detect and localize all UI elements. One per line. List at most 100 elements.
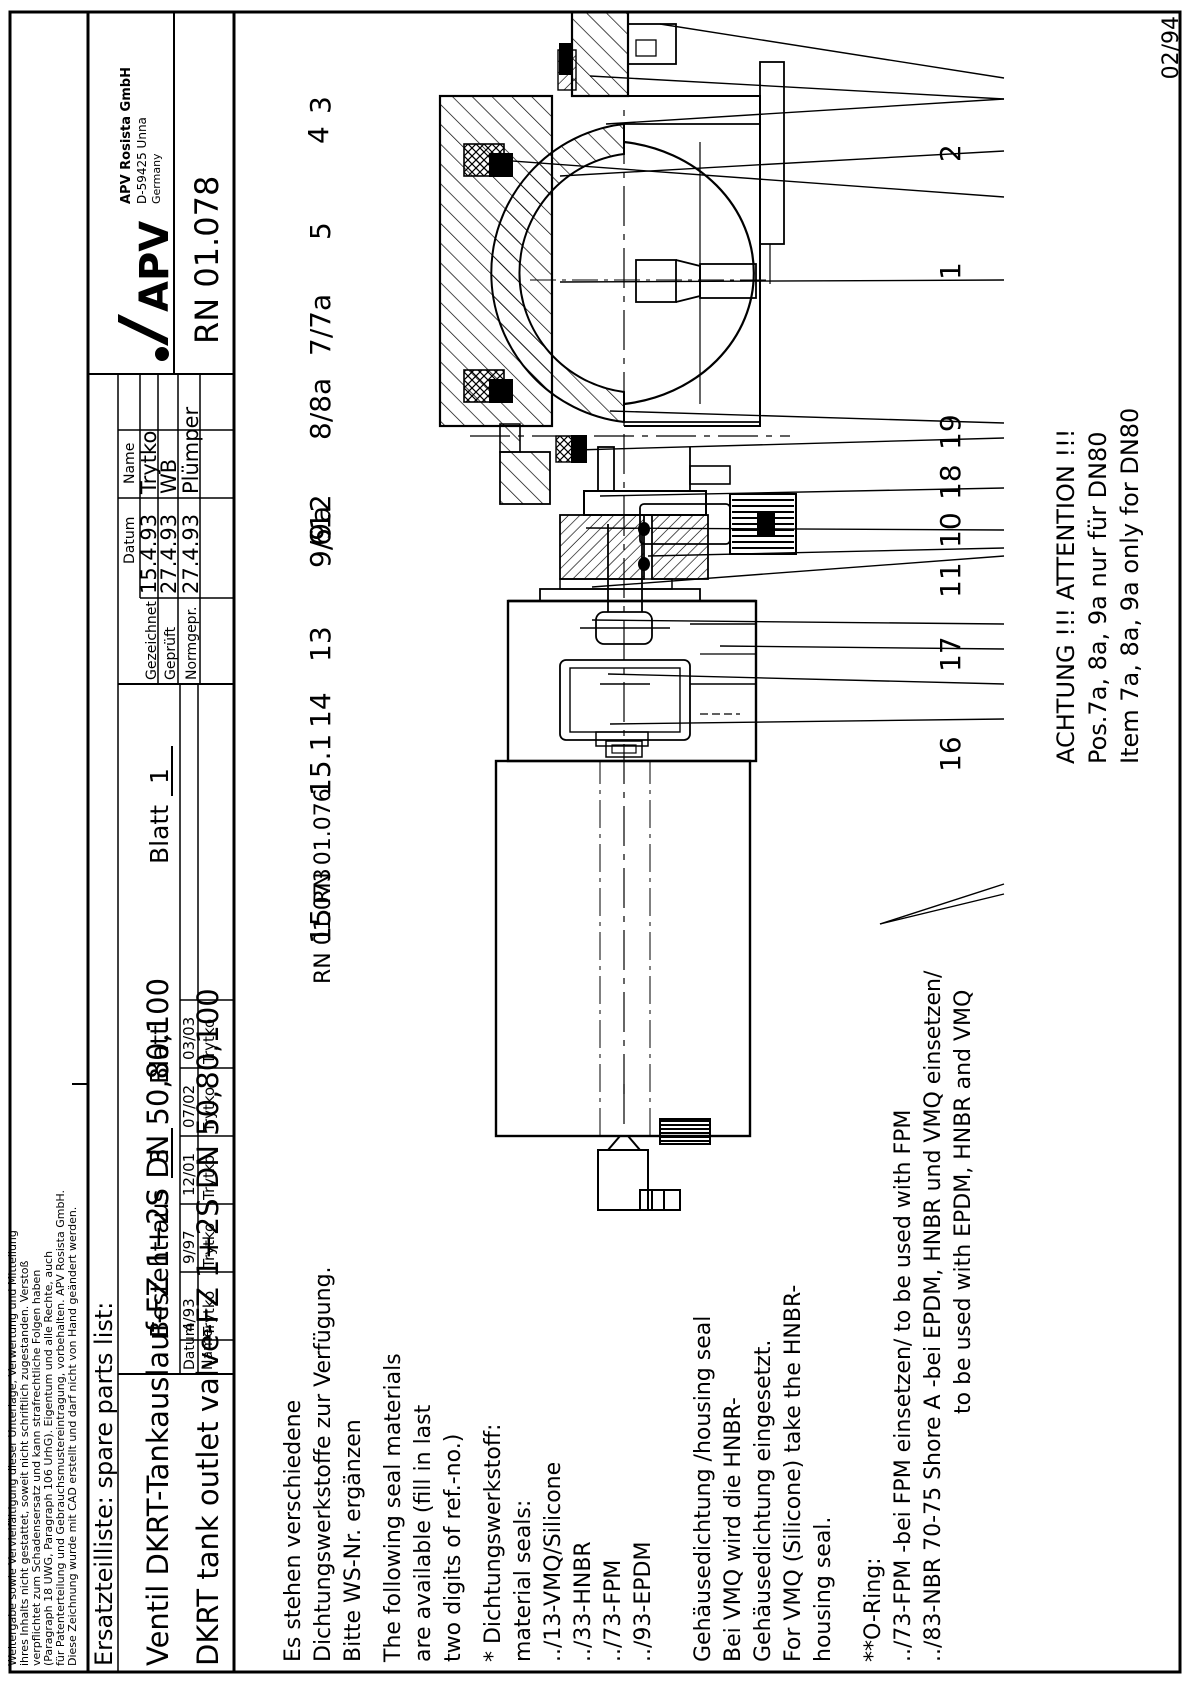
valve-cross-section <box>438 10 797 1211</box>
callout-label: 14 <box>304 692 337 728</box>
besteht-aus-label: Besteht aus <box>145 1189 174 1338</box>
callout-label: 19 <box>934 414 967 450</box>
company-country: Germany <box>150 153 163 204</box>
callout-label: 15.1 <box>304 734 337 796</box>
callout-label: 3 <box>304 96 337 114</box>
note-line: **O-Ring: <box>861 1557 886 1662</box>
sheet-frame <box>8 10 1182 1674</box>
callout-label: 12 <box>304 494 337 530</box>
rev-date: 12/01 <box>180 1153 198 1196</box>
callout-label: 9/9a <box>304 506 337 568</box>
legal-line: verpflichtet zum Schadensersatz und kann… <box>30 1270 43 1666</box>
legal-line: Weitergabe sowie Vervielfältigung dieser… <box>6 1230 19 1666</box>
callout-numbers: 3 4 2 5 1 7/7a 8/8a 9/9a 19 6 18 10 12 1… <box>302 96 967 944</box>
approval-date: 27.4.93 <box>179 514 203 594</box>
sheet-code: 02/94 <box>1159 16 1184 79</box>
company-address: D-59425 Unna <box>135 117 149 204</box>
callout-label: 15 <box>304 908 337 944</box>
callout-leaders <box>497 23 1005 925</box>
title-de: Ventil DKRT-Tankauslauf-FZ 1+2S DN 50,80… <box>141 978 175 1666</box>
legal-line: für Patenterteilung und Gebrauchsmustere… <box>54 1190 67 1666</box>
note-line: Bei VMQ wird die HNBR- <box>721 1397 746 1662</box>
material-item: ../13-VMQ/Silicone <box>541 1462 566 1662</box>
attention-title: ACHTUNG !!! ATTENTION !!! <box>1052 429 1080 764</box>
blatt-label: Blatt <box>145 1025 174 1084</box>
connector-icon <box>597 1084 711 1211</box>
drawing-number: RN 01.078 <box>188 176 226 344</box>
rev-name-label: Name <box>200 1329 216 1370</box>
note-line: * Dichtungswerkstoff: <box>481 1424 506 1662</box>
callout-label: 10 <box>934 512 967 548</box>
material-item: ../73-FPM <box>601 1560 626 1662</box>
title-header: Ersatzteilliste: spare parts list: <box>90 1302 118 1666</box>
legal-notice: Weitergabe sowie Vervielfältigung dieser… <box>6 1190 79 1666</box>
approval-label: Gezeichnet <box>144 601 160 680</box>
rev-name: Trytko <box>200 1087 218 1133</box>
rev-name: Trytko <box>200 1223 218 1269</box>
callout-label: 7/7a <box>304 294 337 356</box>
approvals-table: Datum Name Gezeichnet 15.4.93 Trytko Gep… <box>122 406 203 680</box>
approval-name: Trytko <box>137 431 161 495</box>
sheet-number: 1 <box>145 768 174 784</box>
note-line: Gehäusedichtung /housing seal <box>691 1316 716 1662</box>
actuator-cylinder <box>494 759 752 1138</box>
apv-logo-icon <box>118 314 169 361</box>
lantern-housing <box>506 599 758 763</box>
attention-de: Pos.7a, 8a, 9a nur für DN80 <box>1084 431 1112 764</box>
note-line: Gehäusedichtung eingesetzt. <box>751 1340 776 1662</box>
note-line: The following seal materials <box>381 1353 406 1663</box>
note-line: For VMQ (Silicone) take the HNBR- <box>781 1285 806 1662</box>
rev-name: Trytko <box>200 1019 218 1065</box>
callout-label: 2 <box>934 144 967 162</box>
rev-date: 07/02 <box>180 1085 198 1128</box>
oring-line: ../83-NBR 70-75 Shore A -bei EPDM, HNBR … <box>921 970 946 1662</box>
approval-label: Normgepr. <box>184 607 200 681</box>
material-item: ../33-HNBR <box>571 1541 596 1662</box>
attention-en: Item 7a, 8a, 9a only for DN80 <box>1116 408 1144 764</box>
approval-date: 15.4.93 <box>137 514 161 594</box>
callout-label: 6 <box>304 528 337 546</box>
approval-datum-header: Datum <box>122 517 138 564</box>
legal-line: (Paragraph 18 UWG, Paragraph 106 UrhG). … <box>42 1251 55 1666</box>
revision-table: Datum Name 4/93 Trytko 9/97 Trytko 12/01… <box>180 1017 218 1370</box>
title-en: DKRT tank outlet valve-FZ 1+2S DN 50,80,… <box>191 988 225 1666</box>
rn-076-ref: RN 01.076 <box>311 788 336 904</box>
sheet-count: 3 <box>145 1148 174 1164</box>
legal-line: ihres Inhalts nicht gestattet, soweit ni… <box>18 1260 31 1666</box>
blatt-label: Blatt <box>145 805 174 864</box>
note-line: material seals: <box>511 1500 536 1662</box>
note-line: Dichtungswerkstoffe zur Verfügung. <box>311 1266 336 1662</box>
callout-label: 17 <box>934 636 967 672</box>
note-line: housing seal. <box>811 1517 836 1662</box>
approval-label: Geprüft <box>163 626 179 680</box>
rev-name: Trytko <box>200 1291 218 1337</box>
rn-073-ref: RN 01.073 <box>311 868 336 984</box>
rev-name: Trytko <box>200 1155 218 1201</box>
company-name: APV Rosista GmbH <box>119 67 134 204</box>
rev-datum-label: Datum <box>182 1323 198 1370</box>
title-block <box>72 12 236 1672</box>
company-block: APV APV Rosista GmbH D-59425 Unna German… <box>118 67 178 361</box>
approval-name: Plümper <box>179 406 203 494</box>
note-line: are available (fill in last <box>411 1404 436 1662</box>
callout-label: 8/8a <box>304 378 337 440</box>
oring-line: to be used with EPDM, HNBR and VMQ <box>951 990 976 1414</box>
rev-date: 4/93 <box>180 1298 198 1332</box>
note-line: Bitte WS-Nr. ergänzen <box>341 1419 366 1662</box>
attention-note: ACHTUNG !!! ATTENTION !!! Pos.7a, 8a, 9a… <box>1052 408 1144 764</box>
rev-date: 03/03 <box>180 1017 198 1060</box>
seal-notes: Es stehen verschiedene Dichtungswerkstof… <box>281 970 976 1663</box>
callout-label: 13 <box>304 626 337 662</box>
oring-line: ../73-FPM -bei FPM einsetzen/ to be used… <box>891 1110 916 1662</box>
note-line: two digits of ref.-no.) <box>441 1434 466 1662</box>
approval-date: 27.4.93 <box>157 514 181 594</box>
callout-label: 5 <box>304 222 337 240</box>
rev-date: 9/97 <box>180 1230 198 1264</box>
approval-name-header: Name <box>122 443 138 484</box>
callout-label: 18 <box>934 464 967 500</box>
material-item: ../93-EPDM <box>631 1542 656 1662</box>
callout-label: 1 <box>934 262 967 280</box>
